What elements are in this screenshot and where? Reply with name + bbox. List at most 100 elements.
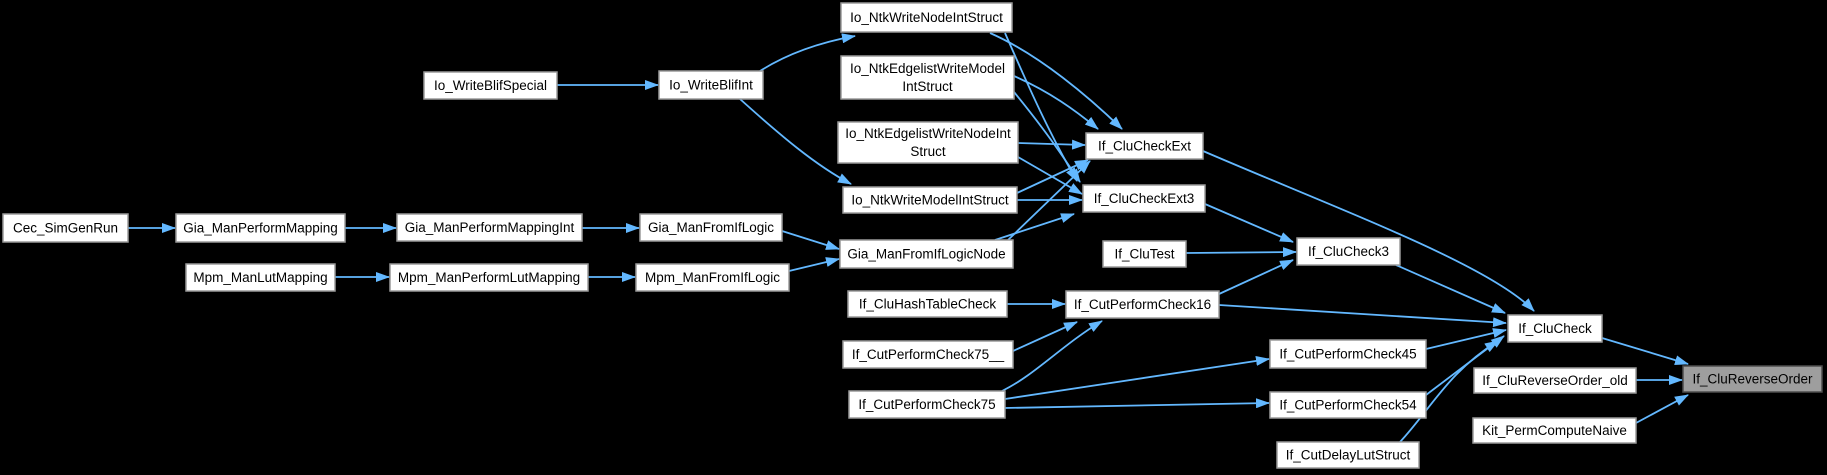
edge-If_CutPerformCheck75__-to-If_CutPerformCheck16 — [1012, 321, 1078, 352]
edge-Gia_ManFromIfLogic-to-Gia_ManFromIfLogicNode — [781, 230, 840, 250]
edge-Kit_PermComputeNaive-to-If_CluReverseOrder — [1635, 394, 1689, 424]
node-label-If_CluCheckExt: If_CluCheckExt — [1098, 139, 1191, 154]
edge-If_CutPerformCheck16-to-If_CluCheck3 — [1218, 259, 1294, 295]
node-If_CutPerformCheck45[interactable]: If_CutPerformCheck45 — [1269, 339, 1427, 369]
edge-Gia_ManFromIfLogicNode-to-If_CluCheckExt3 — [994, 213, 1075, 241]
node-label-If_CutPerformCheck75__: If_CutPerformCheck75__ — [852, 347, 1005, 362]
node-label-Kit_PermComputeNaive: Kit_PermComputeNaive — [1482, 423, 1627, 438]
node-If_CluReverseOrder_old[interactable]: If_CluReverseOrder_old — [1473, 367, 1637, 394]
edge-If_CluTest-to-If_CluCheck3 — [1185, 247, 1297, 258]
node-box-Io_WriteBlifSpecial[interactable] — [423, 71, 558, 100]
node-box-Mpm_ManLutMapping[interactable] — [185, 263, 336, 292]
edge-If_CutPerformCheck75-to-If_CutPerformCheck45 — [1004, 356, 1270, 400]
edge-If_CutPerformCheck16-to-If_CluCheck — [1218, 304, 1507, 328]
edge-If_CutPerformCheck75-to-If_CutPerformCheck54 — [1004, 398, 1270, 409]
node-box-If_CluReverseOrder_old[interactable] — [1473, 367, 1637, 394]
node-box-If_CutPerformCheck16[interactable] — [1065, 290, 1220, 319]
node-label-If_CutPerformCheck75: If_CutPerformCheck75 — [858, 397, 995, 412]
node-If_CluCheckExt[interactable]: If_CluCheckExt — [1085, 132, 1204, 160]
node-box-Io_NtkEdgelistWriteModelIntStruct[interactable] — [840, 55, 1015, 100]
node-box-If_CluCheckExt[interactable] — [1085, 132, 1204, 160]
node-box-If_CutPerformCheck45[interactable] — [1269, 339, 1427, 369]
node-box-If_CutPerformCheck54[interactable] — [1269, 391, 1427, 419]
node-Io_WriteBlifSpecial[interactable]: Io_WriteBlifSpecial — [423, 71, 558, 100]
edge-If_CutPerformCheck75-to-If_CutPerformCheck16 — [1001, 320, 1103, 392]
node-label-If_CutPerformCheck54: If_CutPerformCheck54 — [1279, 398, 1417, 413]
node-If_CutPerformCheck75[interactable]: If_CutPerformCheck75 — [848, 390, 1006, 419]
edge-Gia_ManFromIfLogicNode-to-If_CluCheckExt — [1007, 160, 1091, 241]
node-Io_NtkWriteNodeIntStruct[interactable]: Io_NtkWriteNodeIntStruct — [840, 2, 1013, 33]
node-box-If_CluReverseOrder — [1682, 365, 1823, 393]
node-Io_NtkWriteModelIntStruct[interactable]: Io_NtkWriteModelIntStruct — [842, 186, 1018, 214]
node-label-Io_NtkWriteModelIntStruct: Io_NtkWriteModelIntStruct — [851, 193, 1009, 208]
edge-Io_WriteBlifInt-to-Io_NtkWriteNodeIntStruct — [759, 33, 856, 72]
node-box-If_CluCheck[interactable] — [1507, 314, 1603, 343]
edge-If_CutPerformCheck45-to-If_CluCheck — [1425, 328, 1507, 350]
node-box-Io_NtkEdgelistWriteNodeIntStruct[interactable] — [837, 121, 1019, 164]
node-box-Gia_ManPerformMapping[interactable] — [175, 213, 346, 243]
node-Gia_ManPerformMapping[interactable]: Gia_ManPerformMapping — [175, 213, 346, 243]
node-box-If_CutPerformCheck75[interactable] — [848, 390, 1006, 419]
node-box-Mpm_ManPerformLutMapping[interactable] — [389, 263, 589, 292]
node-Gia_ManFromIfLogic[interactable]: Gia_ManFromIfLogic — [639, 213, 783, 242]
node-Mpm_ManFromIfLogic[interactable]: Mpm_ManFromIfLogic — [635, 263, 790, 292]
node-If_CutPerformCheck54[interactable]: If_CutPerformCheck54 — [1269, 391, 1427, 419]
node-If_CluCheck[interactable]: If_CluCheck — [1507, 314, 1603, 343]
node-label-If_CluReverseOrder: If_CluReverseOrder — [1692, 372, 1813, 387]
node-Gia_ManPerformMappingInt[interactable]: Gia_ManPerformMappingInt — [396, 213, 583, 242]
node-label-If_CluCheck: If_CluCheck — [1518, 321, 1592, 336]
node-label-If_CutPerformCheck45: If_CutPerformCheck45 — [1279, 347, 1416, 362]
node-box-Gia_ManFromIfLogicNode[interactable] — [839, 239, 1014, 269]
edge-If_CluCheck3-to-If_CluCheck — [1395, 264, 1506, 314]
node-label-Mpm_ManPerformLutMapping: Mpm_ManPerformLutMapping — [398, 270, 580, 285]
node-label-Io_WriteBlifInt: Io_WriteBlifInt — [669, 78, 753, 93]
node-box-If_CluHashTableCheck[interactable] — [847, 290, 1008, 318]
node-box-If_CutDelayLutStruct[interactable] — [1276, 441, 1420, 469]
node-If_CluTest[interactable]: If_CluTest — [1102, 240, 1187, 268]
node-If_CutPerformCheck16[interactable]: If_CutPerformCheck16 — [1065, 290, 1220, 319]
node-If_CutDelayLutStruct[interactable]: If_CutDelayLutStruct — [1276, 441, 1420, 469]
edge-If_CluCheckExt-to-If_CluCheck — [1202, 150, 1535, 312]
node-label-If_CluTest: If_CluTest — [1114, 247, 1174, 262]
node-If_CutPerformCheck75__[interactable]: If_CutPerformCheck75__ — [842, 340, 1014, 369]
node-label-If_CluCheckExt3: If_CluCheckExt3 — [1094, 191, 1195, 206]
node-box-Io_NtkWriteNodeIntStruct[interactable] — [840, 2, 1013, 33]
node-box-If_CluCheck3[interactable] — [1296, 237, 1401, 266]
node-box-If_CluCheckExt3[interactable] — [1082, 184, 1206, 213]
node-box-Io_NtkWriteModelIntStruct[interactable] — [842, 186, 1018, 214]
node-If_CluCheckExt3[interactable]: If_CluCheckExt3 — [1082, 184, 1206, 213]
node-label-Gia_ManPerformMapping: Gia_ManPerformMapping — [183, 221, 338, 236]
node-box-If_CutPerformCheck75__[interactable] — [842, 340, 1014, 369]
node-label-If_CluReverseOrder_old: If_CluReverseOrder_old — [1482, 373, 1628, 388]
node-Mpm_ManLutMapping[interactable]: Mpm_ManLutMapping — [185, 263, 336, 292]
node-Cec_SimGenRun[interactable]: Cec_SimGenRun — [2, 213, 129, 243]
node-box-If_CluTest[interactable] — [1102, 240, 1187, 268]
node-box-Io_WriteBlifInt[interactable] — [658, 70, 764, 100]
node-label-Mpm_ManLutMapping: Mpm_ManLutMapping — [193, 270, 327, 285]
edge-Io_NtkEdgelistWriteModelIntStruct-to-If_CluCheckExt — [1013, 75, 1099, 130]
node-If_CluHashTableCheck[interactable]: If_CluHashTableCheck — [847, 290, 1008, 318]
node-label-If_CluCheck3: If_CluCheck3 — [1308, 244, 1389, 259]
node-Io_WriteBlifInt[interactable]: Io_WriteBlifInt — [658, 70, 764, 100]
node-box-Cec_SimGenRun[interactable] — [2, 213, 129, 243]
edge-Io_NtkEdgelistWriteModelIntStruct-to-If_CluCheckExt3 — [1013, 91, 1081, 183]
node-box-Mpm_ManFromIfLogic[interactable] — [635, 263, 790, 292]
node-label-If_CutPerformCheck16: If_CutPerformCheck16 — [1074, 297, 1211, 312]
edge-Io_NtkEdgelistWriteNodeIntStruct-to-If_CluCheckExt — [1017, 139, 1086, 150]
node-box-Gia_ManPerformMappingInt[interactable] — [396, 213, 583, 242]
node-If_CluCheck3[interactable]: If_CluCheck3 — [1296, 237, 1401, 266]
node-label-Gia_ManPerformMappingInt: Gia_ManPerformMappingInt — [405, 220, 575, 235]
edge-Io_WriteBlifInt-to-Io_NtkWriteModelIntStruct — [739, 98, 852, 185]
node-If_CluReverseOrder: If_CluReverseOrder — [1682, 365, 1823, 393]
node-box-Gia_ManFromIfLogic[interactable] — [639, 213, 783, 242]
node-Gia_ManFromIfLogicNode[interactable]: Gia_ManFromIfLogicNode — [839, 239, 1014, 269]
node-Mpm_ManPerformLutMapping[interactable]: Mpm_ManPerformLutMapping — [389, 263, 589, 292]
node-Kit_PermComputeNaive[interactable]: Kit_PermComputeNaive — [1472, 417, 1637, 444]
node-box-Kit_PermComputeNaive[interactable] — [1472, 417, 1637, 444]
